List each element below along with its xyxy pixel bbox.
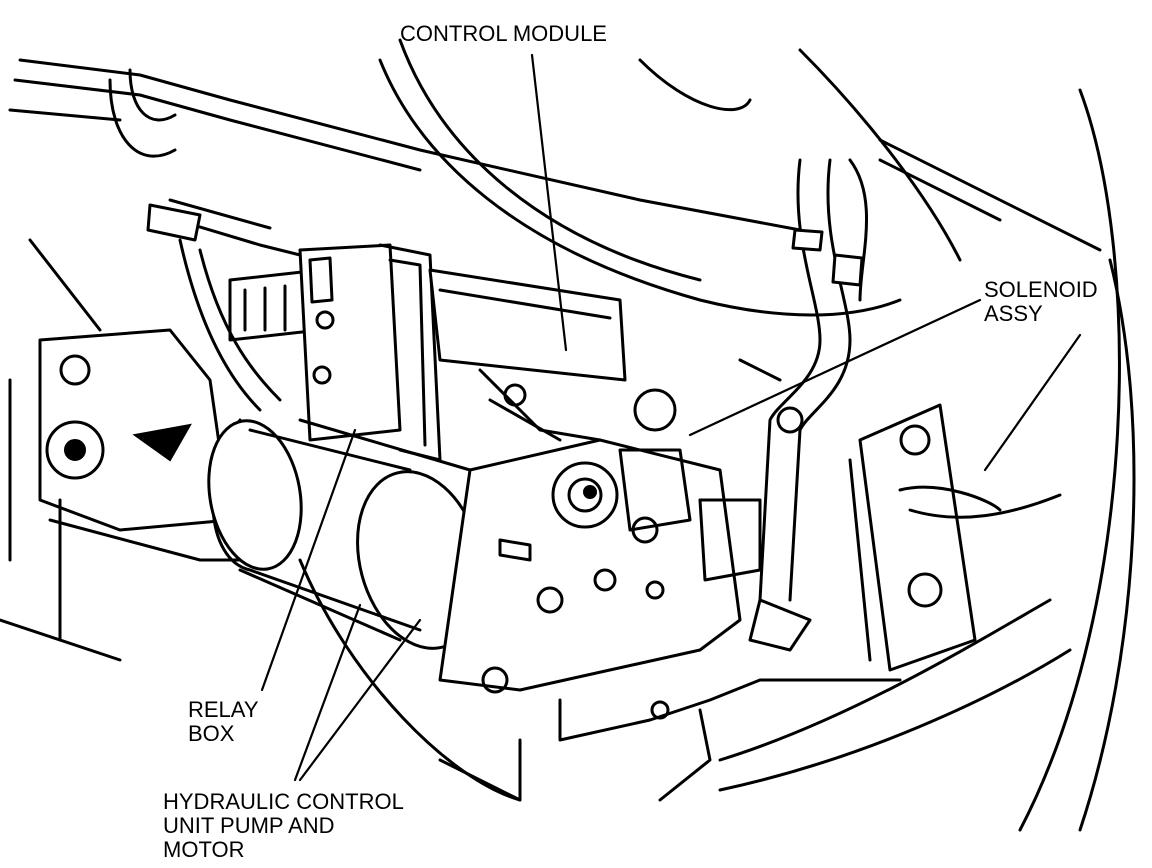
hydraulic-unit [438, 388, 762, 694]
chassis-lines [8, 38, 1136, 832]
label-solenoid-assy: SOLENOID ASSY [984, 278, 1098, 326]
right-bracket [748, 403, 1062, 672]
left-frame-bracket [0, 68, 242, 662]
label-hcu-line-1: HYDRAULIC CONTROL [163, 789, 404, 814]
label-relay-line-1: RELAY [188, 697, 259, 722]
label-hcu-line-2: UNIT PUMP AND [163, 813, 335, 838]
label-hcu-line-3: MOTOR [163, 837, 245, 862]
leader-lines [260, 53, 1082, 782]
label-solenoid-line-2: ASSY [984, 301, 1043, 326]
control-module [428, 268, 627, 442]
label-control-module: CONTROL MODULE [400, 22, 607, 46]
label-relay-line-2: BOX [188, 721, 235, 746]
label-hydraulic-control-unit: HYDRAULIC CONTROL UNIT PUMP AND MOTOR [163, 790, 404, 862]
lower-bracket [298, 558, 1072, 802]
brake-tubes [738, 158, 868, 602]
relay-box [298, 243, 442, 462]
label-control-module-text: CONTROL MODULE [400, 21, 607, 46]
pump-motor [207, 418, 484, 650]
label-solenoid-line-1: SOLENOID [984, 277, 1098, 302]
label-relay-box: RELAY BOX [188, 698, 259, 746]
